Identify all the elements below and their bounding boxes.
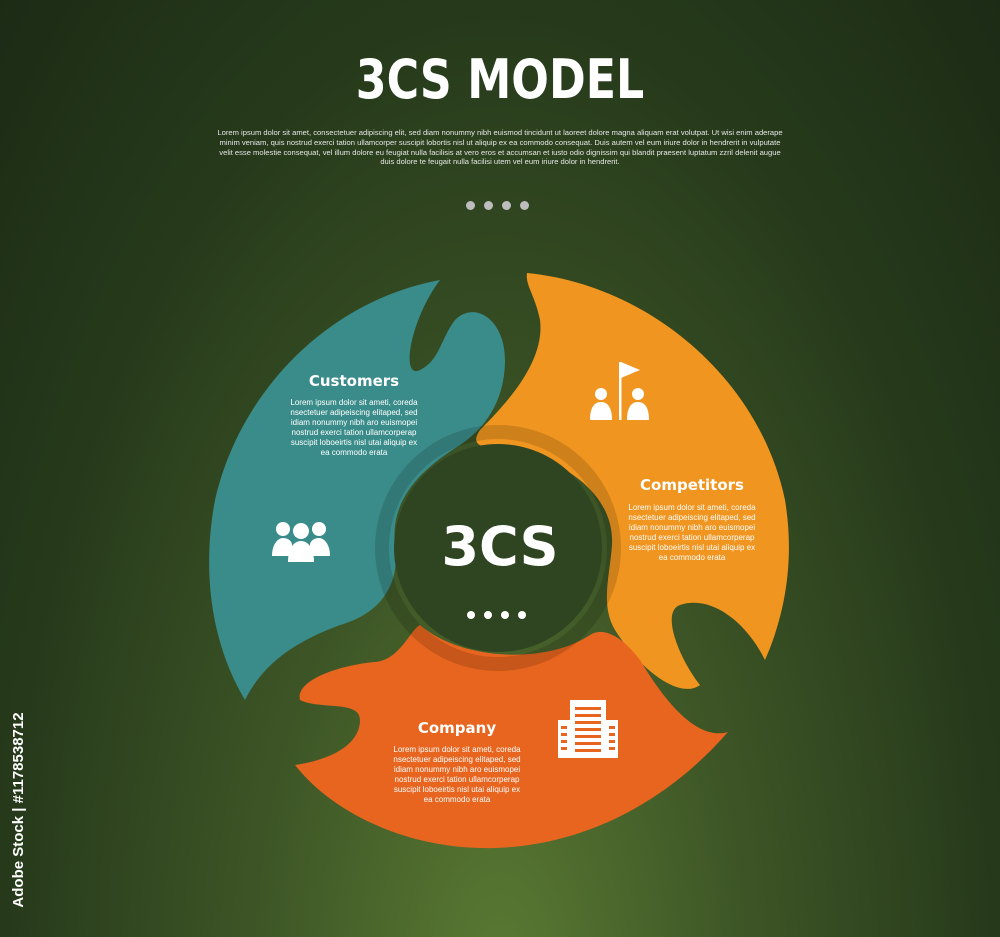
- competitors-body: Lorem ipsum dolor sit ameti, coreda nsec…: [628, 503, 756, 562]
- company-title: Company: [417, 719, 497, 737]
- customers-title: Customers: [308, 372, 400, 390]
- customers-body: Lorem ipsum dolor sit ameti, coreda nsec…: [290, 398, 418, 457]
- company-body: Lorem ipsum dolor sit ameti, coreda nsec…: [393, 745, 521, 804]
- top-dots-decoration: [466, 201, 529, 210]
- page-title: 3CS MODEL: [355, 48, 645, 111]
- competitors-flag-icon: [590, 362, 649, 420]
- stock-id-watermark: Adobe Stock | #1178538712: [10, 712, 27, 908]
- people-group-icon: [272, 522, 330, 562]
- company-segment[interactable]: [295, 625, 728, 849]
- center-dots-decoration: [467, 611, 526, 619]
- building-icon: [558, 700, 618, 758]
- competitors-segment[interactable]: [476, 273, 789, 689]
- center-label: 3CS: [441, 515, 559, 578]
- competitors-title: Competitors: [640, 476, 744, 494]
- customers-segment[interactable]: [209, 280, 506, 700]
- intro-paragraph: Lorem ipsum dolor sit amet, consectetuer…: [217, 128, 783, 167]
